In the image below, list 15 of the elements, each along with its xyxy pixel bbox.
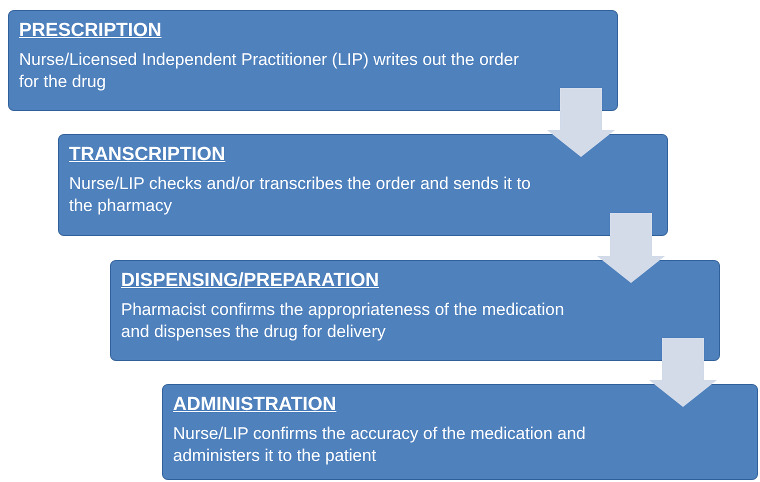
step-description: Pharmacist confirms the appropriateness of the medication and dispenses the drug for delivery xyxy=(121,299,566,343)
step-description: Nurse/LIP confirms the accuracy of the medication and administers it to the patient xyxy=(173,423,587,467)
step-description: Nurse/LIP checks and/or transcribes the order and sends it to the pharmacy xyxy=(69,173,532,217)
process-box xyxy=(58,134,668,236)
process-box xyxy=(162,384,758,480)
step-heading: ADMINISTRATION xyxy=(173,393,338,417)
process-box xyxy=(110,260,720,361)
block-arrow xyxy=(597,213,665,283)
step-heading: TRANSCRIPTION xyxy=(69,143,226,167)
process-box xyxy=(8,10,618,111)
step-description: Nurse/Licensed Independent Practitioner (LIP) writes out the order for the drug xyxy=(19,49,519,93)
step-heading: PRESCRIPTION xyxy=(19,19,163,43)
step-heading: DISPENSING/PREPARATION xyxy=(121,269,380,293)
block-arrow xyxy=(649,338,717,407)
block-arrow xyxy=(547,88,615,157)
